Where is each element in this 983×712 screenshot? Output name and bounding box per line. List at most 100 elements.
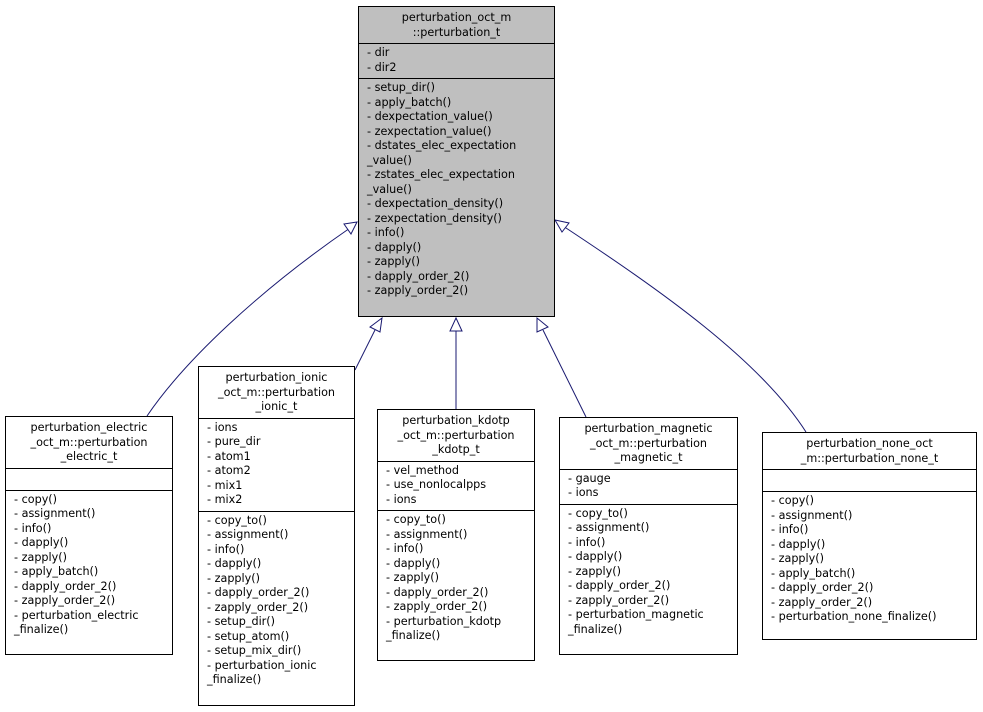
class-title: perturbation_oct_m ::perturbation_t: [401, 11, 512, 39]
method: - zapply_order_2(): [386, 600, 488, 613]
method: - zapply(): [771, 552, 824, 565]
arrowhead-ionic: [369, 316, 383, 333]
attribute: - dir: [367, 46, 390, 59]
method: - zstates_elec_expectation _value(): [367, 168, 515, 196]
attribute: - atom1: [207, 449, 251, 463]
class-perturbation-electric-t[interactable]: perturbation_electric _oct_m::perturbati…: [5, 416, 173, 655]
method: - assignment(): [771, 508, 853, 522]
attribute: - mix2: [207, 493, 243, 506]
attribute: - gauge: [568, 471, 611, 485]
method: - assignment(): [568, 521, 650, 534]
class-title: perturbation_ionic _oct_m::perturbation …: [217, 371, 336, 413]
method: - setup_mix_dir(): [207, 644, 302, 657]
method: - zapply(): [207, 571, 260, 585]
edge-ionic: [354, 329, 376, 371]
method: - dapply_order_2(): [14, 579, 117, 593]
method: - info(): [568, 535, 606, 549]
method: - info(): [771, 523, 809, 536]
method: - perturbation_magnetic _finalize(): [568, 608, 704, 636]
method: - apply_batch(): [367, 95, 452, 109]
arrowhead-magnetic: [536, 316, 549, 333]
method: - info(): [207, 542, 245, 556]
attributes-section: - dir - dir2: [359, 43, 554, 78]
method: - info(): [367, 226, 405, 239]
method: - dapply(): [568, 550, 623, 563]
methods-section: - copy() - assignment() - info() - dappl…: [763, 491, 976, 628]
method: - zapply(): [386, 571, 439, 584]
attributes-section: [763, 469, 976, 491]
method: - dapply_order_2(): [386, 585, 489, 599]
method: - setup_dir(): [207, 615, 276, 628]
class-perturbation-kdotp-t[interactable]: perturbation_kdotp _oct_m::perturbation …: [377, 409, 535, 661]
class-title: perturbation_electric _oct_m::perturbati…: [30, 421, 148, 463]
method: - dapply_order_2(): [367, 269, 470, 283]
edge-magnetic: [542, 329, 587, 418]
method: - info(): [386, 542, 424, 555]
method: - assignment(): [386, 527, 468, 541]
arrowhead-kdotp: [449, 316, 463, 332]
method: - dapply(): [386, 556, 441, 570]
method: - perturbation_kdotp _finalize(): [386, 614, 502, 643]
attributes-section: [6, 467, 172, 490]
methods-section: - copy_to() - assignment() - info() - da…: [378, 510, 534, 647]
method: - zexpectation_density(): [367, 211, 502, 225]
attributes-section: - gauge - ions: [560, 468, 737, 504]
method: - zapply_order_2(): [14, 594, 116, 607]
methods-section: - copy_to() - assignment() - info() - da…: [560, 503, 737, 641]
method: - dapply(): [367, 240, 422, 254]
method: - dapply(): [14, 536, 69, 549]
class-title: perturbation_none_oct _m::perturbation_n…: [800, 437, 939, 465]
method: - zapply_order_2(): [367, 284, 469, 297]
method: - dapply(): [207, 557, 262, 570]
class-perturbation-ionic-t[interactable]: perturbation_ionic _oct_m::perturbation …: [198, 366, 355, 706]
attribute: - atom2: [207, 464, 251, 477]
methods-section: - copy() - assignment() - info() - dappl…: [6, 489, 172, 641]
method: - apply_batch(): [771, 566, 856, 580]
method: - perturbation_none_finalize(): [771, 610, 937, 623]
class-title: perturbation_magnetic _oct_m::perturbati…: [584, 422, 713, 464]
method: - apply_batch(): [14, 565, 99, 578]
methods-section: - setup_dir() - apply_batch() - dexpecta…: [359, 78, 554, 302]
method: - copy_to(): [207, 513, 267, 527]
method: - dapply_order_2(): [207, 586, 310, 599]
methods-section: - copy_to() - assignment() - info() - da…: [199, 510, 354, 691]
attribute: - ions: [386, 492, 417, 506]
method: - dapply_order_2(): [568, 579, 671, 592]
attribute: - dir2: [367, 60, 397, 74]
method: - dapply(): [771, 537, 826, 551]
method: - zapply(): [568, 564, 621, 578]
class-perturbation-magnetic-t[interactable]: perturbation_magnetic _oct_m::perturbati…: [559, 417, 738, 655]
method: - setup_dir(): [367, 81, 436, 94]
attribute: - ions: [568, 486, 599, 499]
method: - assignment(): [14, 507, 96, 520]
method: - dapply_order_2(): [771, 581, 874, 594]
method: - setup_atom(): [207, 629, 290, 643]
attribute: - vel_method: [386, 463, 460, 477]
method: - dexpectation_value(): [367, 110, 493, 123]
method: - copy_to(): [568, 506, 628, 520]
attribute: - pure_dir: [207, 435, 261, 448]
class-perturbation-none-t[interactable]: perturbation_none_oct _m::perturbation_n…: [762, 432, 977, 640]
attribute: - mix1: [207, 478, 243, 492]
method: - zapply_order_2(): [771, 595, 873, 609]
method: - dstates_elec_expectation _value(): [367, 139, 517, 167]
method: - copy(): [14, 492, 58, 506]
method: - zapply_order_2(): [568, 593, 670, 607]
method: - info(): [14, 521, 52, 535]
method: - copy(): [771, 494, 815, 507]
edge-none: [562, 225, 807, 433]
attributes-section: - ions - pure_dir - atom1 - atom2 - mix1…: [199, 417, 354, 511]
method: - assignment(): [207, 528, 289, 541]
class-perturbation-t[interactable]: perturbation_oct_m ::perturbation_t - di…: [358, 6, 555, 317]
method: - zapply(): [14, 550, 67, 564]
method: - perturbation_electric _finalize(): [14, 608, 139, 637]
attribute: - use_nonlocalpps: [386, 478, 487, 491]
attributes-section: - vel_method - use_nonlocalpps - ions: [378, 460, 534, 511]
method: - zapply_order_2(): [207, 600, 309, 614]
class-title: perturbation_kdotp _oct_m::perturbation …: [397, 414, 515, 456]
method: - zexpectation_value(): [367, 124, 492, 138]
arrowhead-none: [553, 219, 570, 233]
method: - perturbation_ionic _finalize(): [207, 658, 317, 687]
attribute: - ions: [207, 420, 238, 434]
method: - dexpectation_density(): [367, 197, 504, 210]
